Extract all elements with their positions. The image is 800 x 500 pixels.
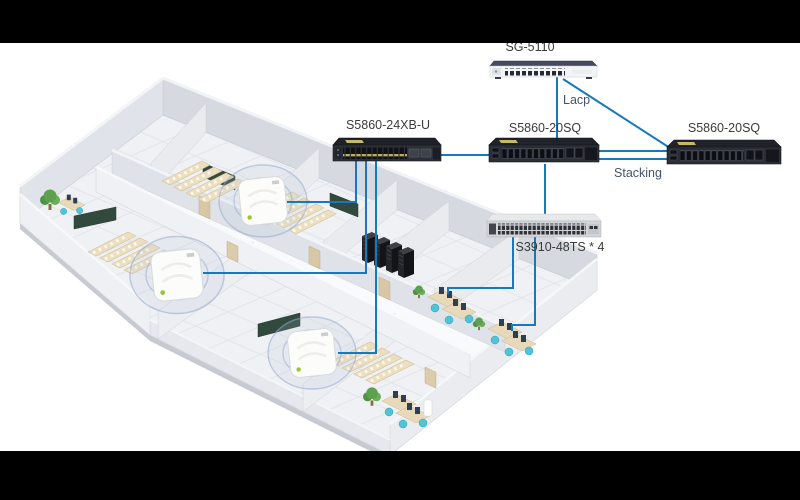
link-access-to-pc-2: [511, 237, 536, 331]
letterbox-bar-bottom: [0, 451, 800, 500]
building-floorplan: [19, 76, 598, 461]
link-core-to-ap-1: [287, 161, 357, 203]
link-core-to-ap-3: [338, 161, 377, 354]
label-access-switch: S3910-48TS * 4: [515, 240, 605, 254]
label-router: SG-5110: [505, 40, 555, 54]
office-workstations: [363, 285, 537, 429]
label-lacp: Lacp: [563, 93, 591, 107]
label-agg-switch-left: S5860-20SQ: [508, 121, 582, 135]
switch-s5860-20sq-left-image: [488, 137, 600, 163]
label-stacking: Stacking: [614, 166, 662, 180]
link-router-to-agg-right: [562, 78, 671, 149]
letterbox-bar-top: [0, 0, 800, 43]
wireless-ap-icon-2: [128, 235, 226, 315]
label-agg-switch-right: S5860-20SQ: [687, 121, 761, 135]
water-cooler: [423, 399, 433, 417]
switch-s3910-48ts-image: [486, 213, 602, 238]
switch-s5860-20sq-right-image: [666, 139, 782, 165]
switch-s5860-24xb-image: [332, 137, 442, 162]
floor-slab-edge: [20, 223, 390, 461]
network-links: [203, 77, 671, 354]
label-core-switch: S5860-24XB-U: [345, 118, 431, 132]
link-core-to-ap-2: [203, 161, 367, 274]
router-sg5110-image: [489, 60, 598, 79]
link-access-to-pc-1: [447, 237, 514, 294]
